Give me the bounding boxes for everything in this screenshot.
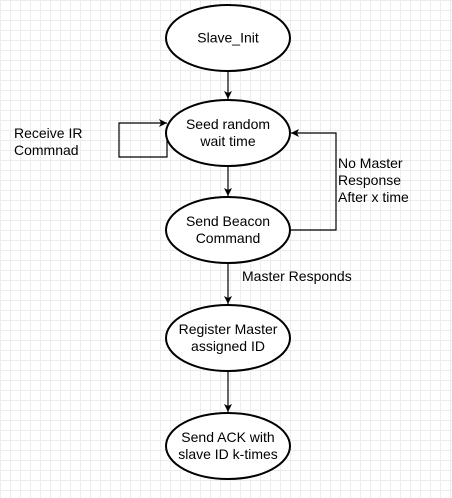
edge-label-receive-ir: Receive IR Commnad bbox=[14, 125, 83, 158]
node-label-register-master: Register Master assigned ID bbox=[178, 321, 278, 354]
state-send-ack[interactable] bbox=[165, 412, 291, 480]
node-label-send-beacon: Send Beacon Command bbox=[185, 213, 271, 246]
node-label-slave-init: Slave_Init bbox=[197, 29, 259, 46]
edge-beacon-to-seed bbox=[290, 129, 337, 231]
node-label-send-ack: Send ACK with slave ID k-times bbox=[178, 429, 278, 462]
node-label-seed-random: Seed random wait time bbox=[185, 116, 271, 149]
state-slave-init[interactable] bbox=[165, 4, 291, 72]
edge-label-master-responds: Master Responds bbox=[242, 268, 352, 284]
state-seed-random[interactable] bbox=[165, 99, 291, 167]
state-register-master[interactable] bbox=[165, 304, 291, 372]
edge-label-no-master-response: No Master Response After x time bbox=[338, 155, 409, 205]
edge-seed-self-loop bbox=[118, 119, 168, 158]
